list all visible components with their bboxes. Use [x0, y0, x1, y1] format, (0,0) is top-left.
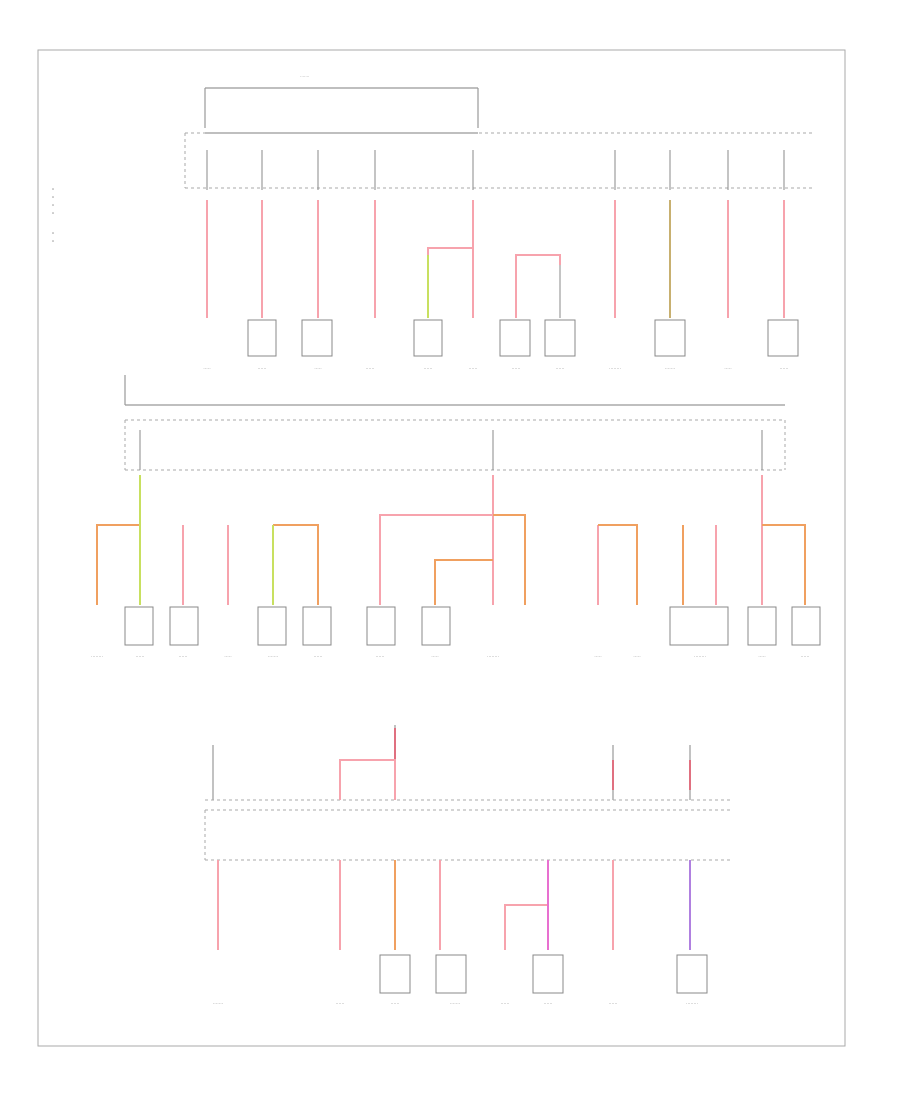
svg-text:······: ······ — [424, 366, 433, 371]
svg-text:······: ······ — [556, 366, 565, 371]
svg-text:·····: ····· — [724, 366, 732, 371]
svg-text:·····: ····· — [594, 654, 602, 659]
bottom-fuse-block: ············· ············· ············… — [204, 725, 730, 1006]
svg-text:·····: ····· — [758, 654, 766, 659]
svg-text:·······: ······· — [268, 654, 279, 659]
svg-text:·····: ····· — [203, 366, 211, 371]
svg-text:·······: ······· — [213, 1001, 224, 1006]
top-fuse-block: ······· — [52, 74, 815, 371]
svg-text:······: ······ — [469, 366, 478, 371]
svg-text:······: ······ — [544, 1001, 553, 1006]
svg-text:········: ········ — [91, 654, 103, 659]
svg-text:········: ········ — [609, 366, 621, 371]
svg-text:·····: ····· — [431, 654, 439, 659]
diagram-frame — [37, 49, 846, 1047]
svg-text:······: ······ — [609, 1001, 618, 1006]
svg-text:······: ······ — [780, 366, 789, 371]
svg-text:······: ······ — [501, 1001, 510, 1006]
svg-text:········: ········ — [487, 654, 499, 659]
middle-fuse-block: ·············· ··········· ·············… — [91, 375, 821, 659]
svg-text:······: ······ — [391, 1001, 400, 1006]
svg-text:·····: ····· — [633, 654, 641, 659]
svg-text:······: ······ — [336, 1001, 345, 1006]
svg-text:·······: ······· — [300, 74, 309, 79]
svg-text:·······: ······· — [450, 1001, 461, 1006]
svg-text:·····: ····· — [224, 654, 232, 659]
svg-text:······: ······ — [258, 366, 267, 371]
svg-text:······: ······ — [366, 366, 375, 371]
svg-text:········: ········ — [694, 654, 706, 659]
top-branches: ··········· ··········· ············ ···… — [203, 150, 799, 371]
svg-text:······: ······ — [376, 654, 385, 659]
svg-text:·····: ····· — [314, 366, 322, 371]
legend — [52, 188, 54, 242]
svg-text:······: ······ — [314, 654, 323, 659]
svg-text:······: ······ — [512, 366, 521, 371]
svg-text:······: ······ — [801, 654, 810, 659]
svg-text:······: ······ — [179, 654, 188, 659]
svg-text:········: ········ — [686, 1001, 698, 1006]
svg-text:······: ······ — [136, 654, 145, 659]
svg-text:·······: ······· — [665, 366, 676, 371]
